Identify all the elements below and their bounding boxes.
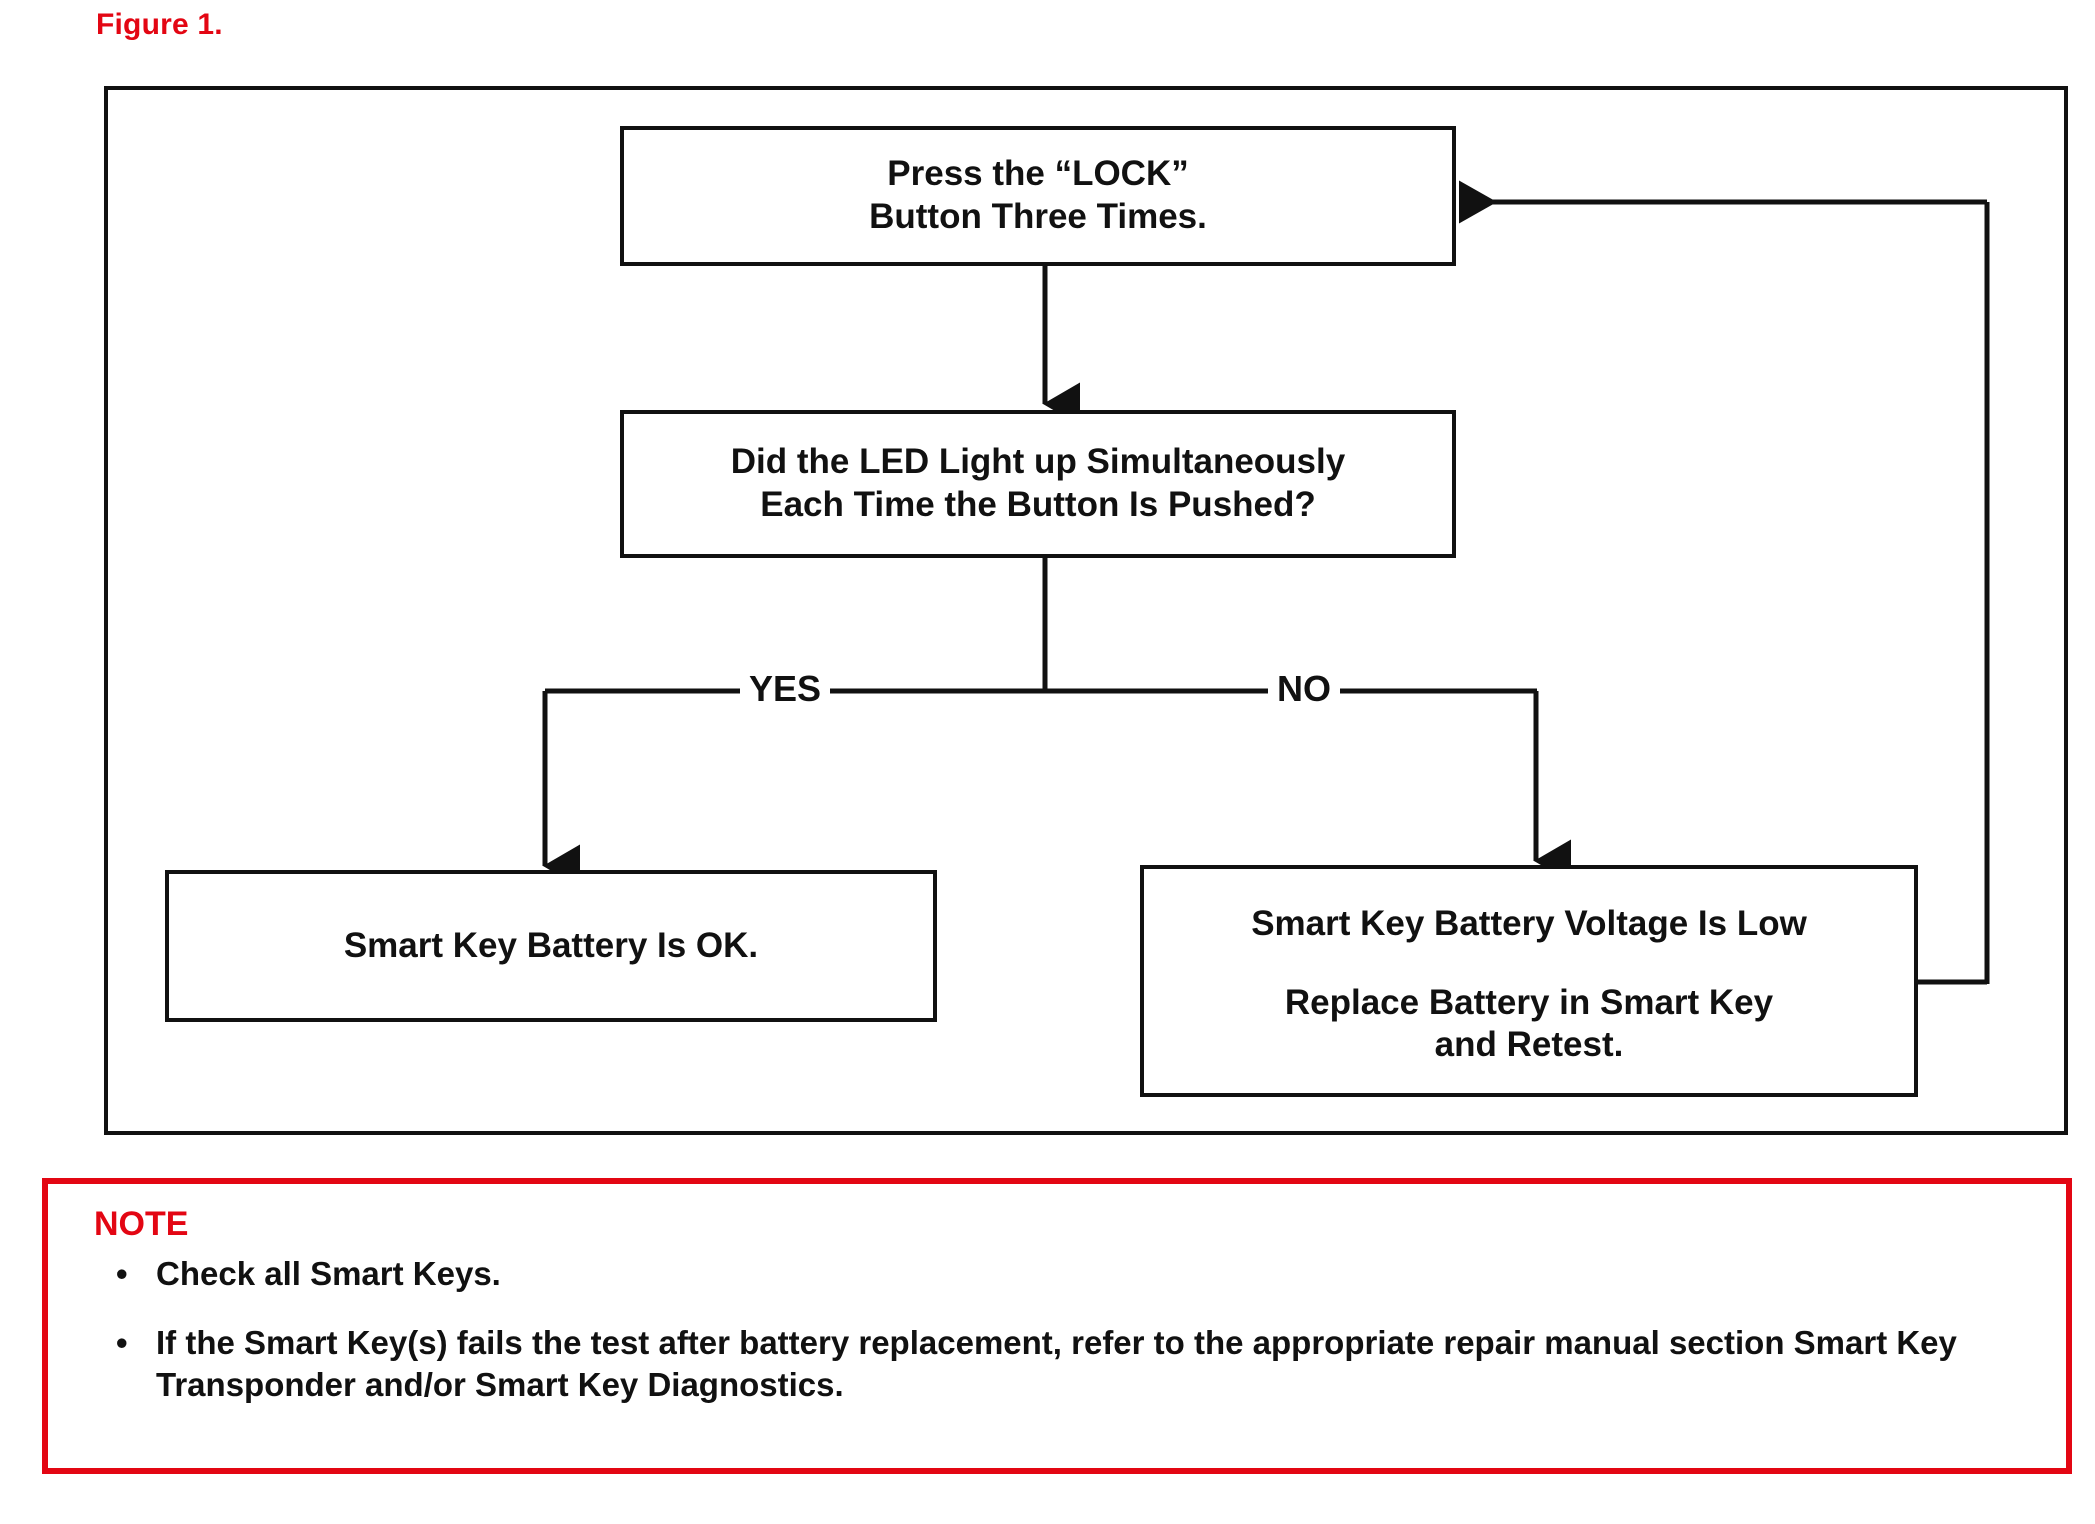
figure-caption: Figure 1. xyxy=(96,8,223,41)
note-item-text: Check all Smart Keys. xyxy=(156,1255,501,1293)
note-list-item: • Check all Smart Keys. xyxy=(74,1253,2040,1295)
flow-box-battery-low: Smart Key Battery Voltage Is Low Replace… xyxy=(1140,865,1918,1097)
note-item-text: If the Smart Key(s) fails the test after… xyxy=(156,1323,1957,1403)
branch-label-no: NO xyxy=(1268,671,1340,707)
box-press-lock-line-1: Press the “LOCK” xyxy=(887,154,1189,194)
box-battery-ok-line-1: Smart Key Battery Is OK. xyxy=(343,925,759,965)
flow-box-press-lock-button: Press the “LOCK” Button Three Times. xyxy=(620,126,1456,266)
bullet-icon: • xyxy=(116,1323,128,1361)
box-battery-low-line-3: and Retest. xyxy=(1434,1025,1624,1065)
note-list: • Check all Smart Keys. • If the Smart K… xyxy=(74,1253,2040,1406)
box-press-lock-line-2: Button Three Times. xyxy=(869,197,1207,236)
note-title: NOTE xyxy=(94,1205,189,1243)
flow-box-battery-ok: Smart Key Battery Is OK. xyxy=(165,870,937,1022)
box-battery-low-line-1: Smart Key Battery Voltage Is Low xyxy=(1251,904,1807,943)
branch-label-yes: YES xyxy=(740,671,831,707)
box-battery-low-line-2: Replace Battery in Smart Key xyxy=(1284,982,1774,1022)
box-led-question-line-1: Did the LED Light up Simultaneously xyxy=(730,442,1346,482)
note-list-item: • If the Smart Key(s) fails the test aft… xyxy=(74,1322,2040,1406)
box-led-question-line-2: Each Time the Button Is Pushed? xyxy=(760,485,1316,524)
flow-box-led-question: Did the LED Light up Simultaneously Each… xyxy=(620,410,1456,558)
note-panel: NOTE • Check all Smart Keys. • If the Sm… xyxy=(42,1178,2072,1474)
bullet-icon: • xyxy=(116,1255,128,1293)
